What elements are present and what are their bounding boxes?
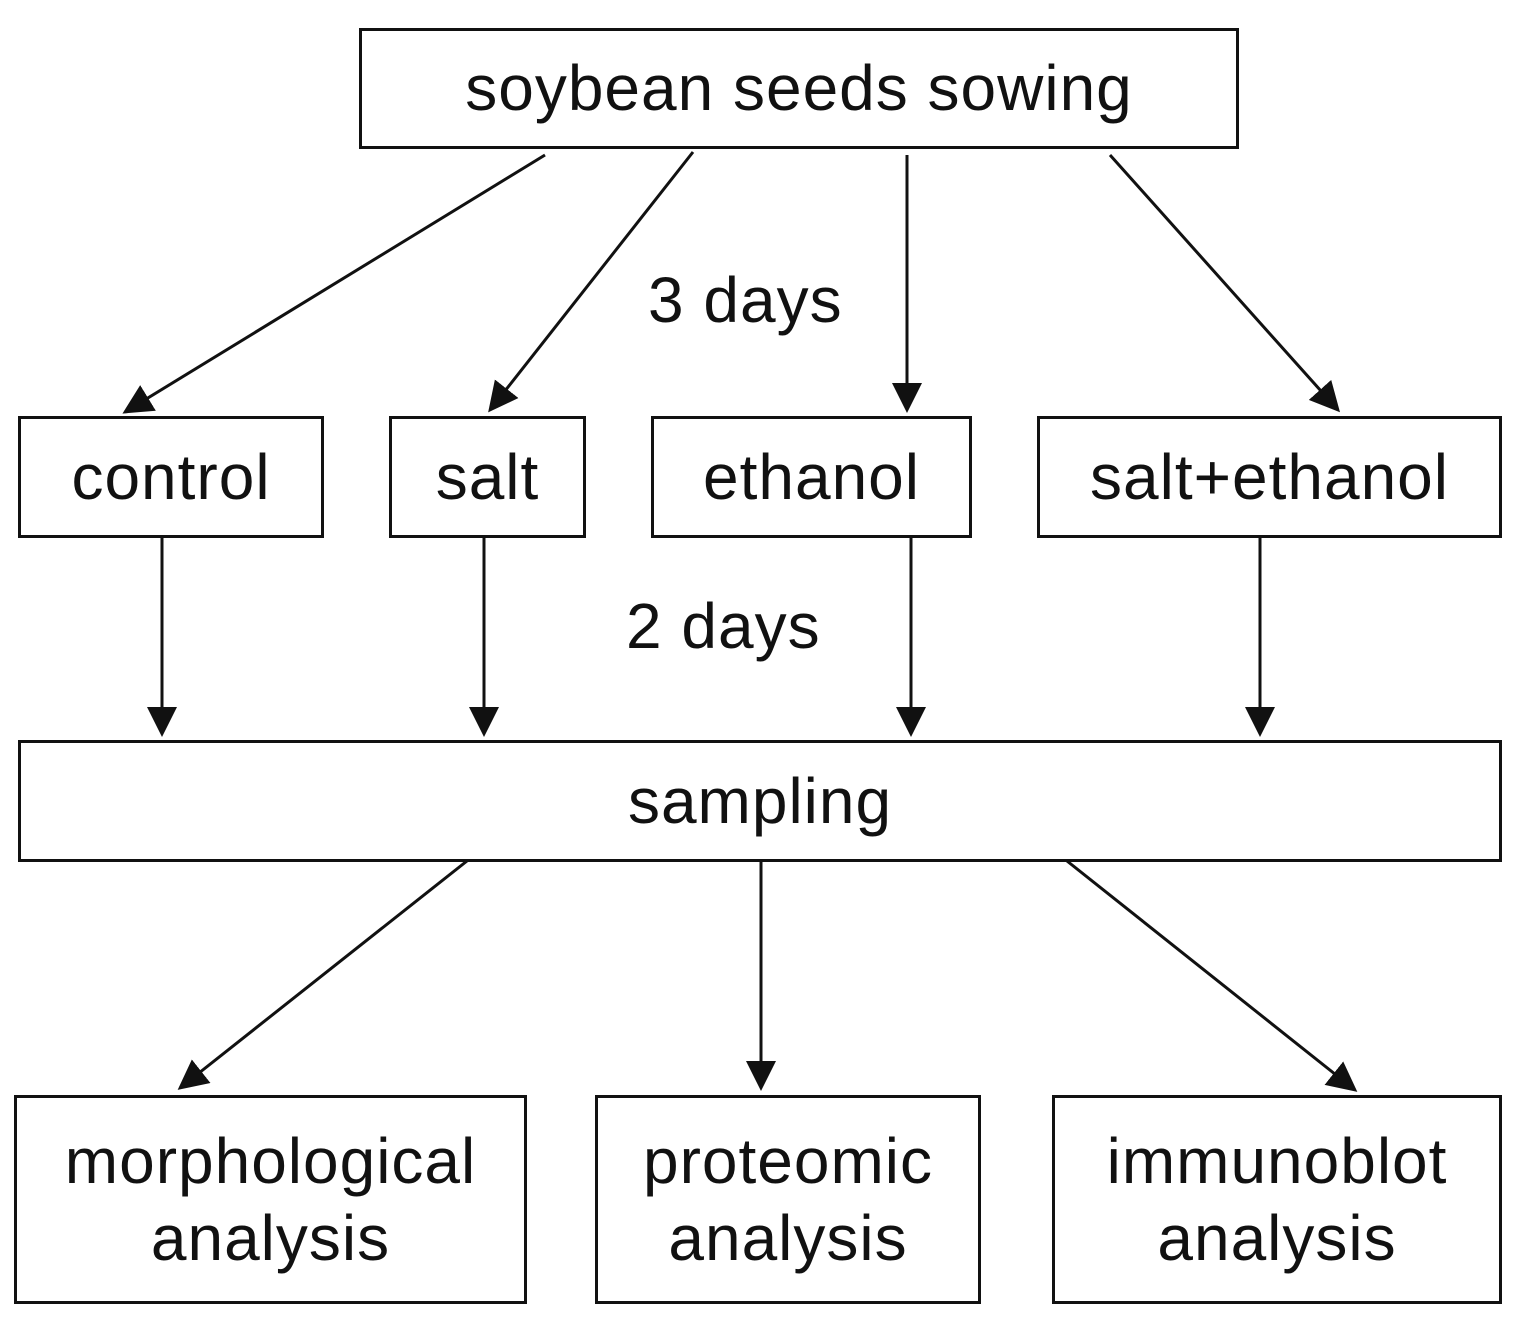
- treatment-label-ethanol: ethanol: [703, 440, 920, 513]
- analysis-title-morphological: morphological: [64, 1124, 477, 1197]
- analysis-box-immunoblot: immunoblot analysis: [1052, 1095, 1502, 1304]
- treatment-box-control: control: [18, 416, 324, 538]
- sampling-label: sampling: [627, 764, 893, 837]
- analysis-box-morphological: morphological analysis: [14, 1095, 527, 1304]
- treatment-box-salt: salt: [389, 416, 586, 538]
- arrow-sampling-to-immunoblot: [1061, 855, 1358, 1092]
- analysis-subtitle-morphological: analysis: [150, 1201, 391, 1274]
- arrow-sowing-to-control: [122, 153, 546, 414]
- analysis-subtitle-proteomic: analysis: [668, 1201, 908, 1274]
- analysis-title-immunoblot: immunoblot: [1106, 1124, 1448, 1197]
- treatment-label-salt-ethanol: salt+ethanol: [1090, 440, 1449, 513]
- arrow-sowing-to-salt: [488, 151, 695, 413]
- analysis-box-proteomic: proteomic analysis: [595, 1095, 981, 1304]
- duration-label-3-days: 3 days: [648, 264, 843, 336]
- treatment-label-salt: salt: [435, 440, 540, 513]
- duration-label-2-days: 2 days: [626, 590, 821, 662]
- analysis-title-proteomic: proteomic: [643, 1124, 933, 1197]
- sampling-box: sampling: [18, 740, 1502, 862]
- treatment-box-salt-ethanol: salt+ethanol: [1037, 416, 1502, 538]
- sowing-box: soybean seeds sowing: [359, 28, 1239, 149]
- treatment-box-ethanol: ethanol: [651, 416, 972, 538]
- analysis-subtitle-immunoblot: analysis: [1157, 1201, 1397, 1274]
- sowing-label: soybean seeds sowing: [465, 52, 1133, 125]
- arrow-sampling-to-morphological: [177, 855, 473, 1090]
- treatment-label-control: control: [71, 440, 271, 513]
- arrow-sowing-to-salt-ethanol: [1108, 154, 1340, 413]
